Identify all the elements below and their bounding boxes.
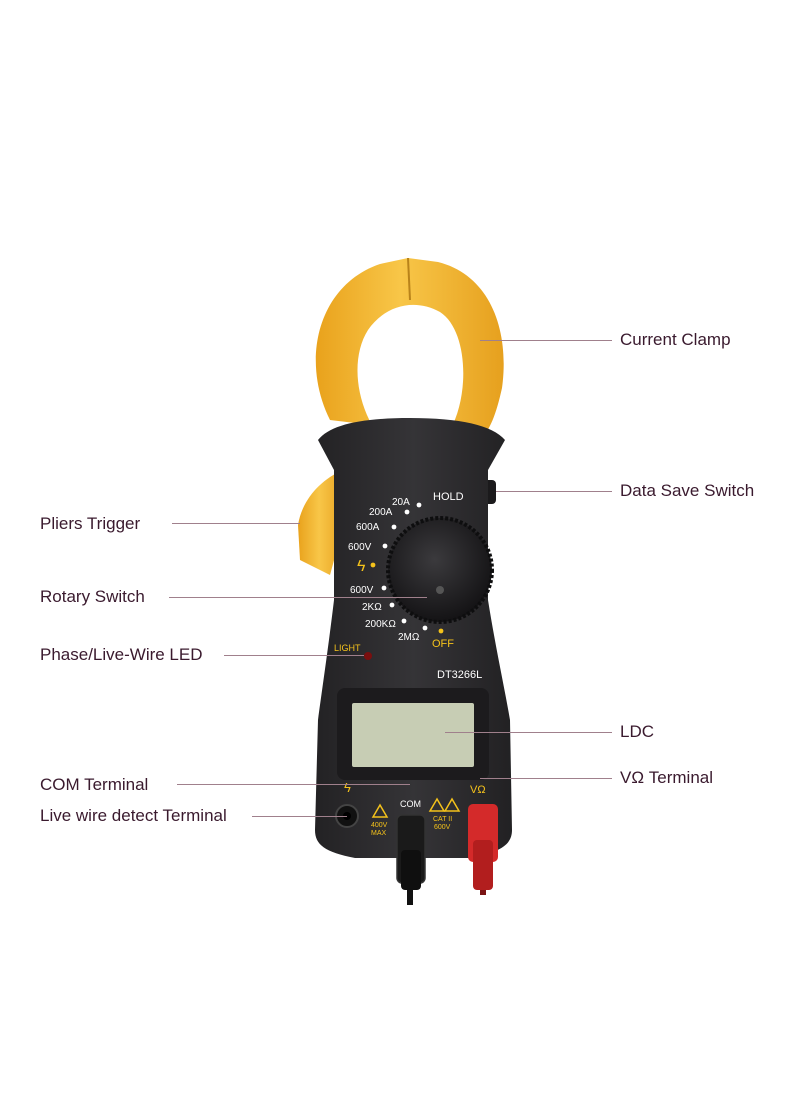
dial-dot <box>382 543 388 549</box>
dial-dot <box>438 628 444 634</box>
dial-dot <box>391 524 397 530</box>
dial-label-2k: 2KΩ <box>362 602 382 613</box>
dial-label-600v-dc: 600V <box>350 585 374 596</box>
callout-phase-led: Phase/Live-Wire LED <box>40 645 203 664</box>
dial-markers <box>370 502 444 634</box>
live-wire-terminal-hole <box>343 812 351 820</box>
warning-triangle-icon <box>371 803 389 818</box>
dial-label-200a: 200A <box>369 507 393 518</box>
lcd-screen <box>352 703 474 767</box>
leader-live-wire-terminal <box>252 816 347 817</box>
current-clamp-jaw <box>315 258 504 440</box>
callout-vohm-terminal: VΩ Terminal <box>620 768 714 787</box>
callout-rotary-switch: Rotary Switch <box>40 587 145 606</box>
com-label: COM <box>400 799 421 809</box>
live-symbol: ϟ <box>344 780 351 795</box>
leader-current-clamp <box>480 340 612 341</box>
leader-com-terminal <box>177 784 410 785</box>
callout-current-clamp: Current Clamp <box>620 330 731 349</box>
pliers-trigger <box>298 470 345 575</box>
cat-voltage-label: 600V <box>434 824 451 831</box>
model-label: DT3266L <box>437 669 482 681</box>
vohm-label: VΩ <box>470 784 486 796</box>
warning-triangle-icon <box>428 797 446 812</box>
leader-phase-led <box>224 655 364 656</box>
dial-dot <box>416 502 422 508</box>
dial-label-20a: 20A <box>392 497 410 508</box>
max-voltage-label: 400V <box>371 822 388 829</box>
cat-label: CAT II <box>433 816 452 823</box>
dial-label-off: OFF <box>432 638 454 650</box>
leader-ldc <box>445 732 612 733</box>
dial-dot <box>370 562 376 568</box>
dial-dot <box>381 585 387 591</box>
leader-vohm-terminal <box>480 778 612 779</box>
rotary-knob <box>386 516 494 624</box>
leader-rotary-switch <box>169 597 427 598</box>
clamp-split-line <box>407 257 411 301</box>
dial-label-2m: 2MΩ <box>398 632 420 643</box>
vohm-probe-grip <box>473 840 493 890</box>
dial-dot <box>404 509 410 515</box>
callout-pliers-trigger: Pliers Trigger <box>40 514 141 533</box>
hold-label: HOLD <box>433 491 464 503</box>
phase-led <box>364 652 372 660</box>
com-probe-grip <box>401 850 421 890</box>
max-label: MAX <box>371 830 387 837</box>
leader-data-save-switch <box>496 491 612 492</box>
leader-pliers-trigger <box>172 523 300 524</box>
dial-dot <box>401 618 407 624</box>
callout-data-save-switch: Data Save Switch <box>620 481 755 500</box>
dial-label-600v-ac: 600V <box>348 542 372 553</box>
dial-dot <box>389 602 395 608</box>
light-label: LIGHT <box>334 643 361 653</box>
callout-com-terminal: COM Terminal <box>40 775 149 794</box>
callout-ldc: LDC <box>620 722 655 741</box>
dial-label-600a: 600A <box>356 522 380 533</box>
dial-label-200k: 200KΩ <box>365 619 396 630</box>
dial-dot <box>422 625 428 631</box>
warning-triangle-icon <box>443 797 461 812</box>
rotary-knob-center <box>436 586 444 594</box>
dial-label-live: ϟ <box>357 558 366 575</box>
callout-live-wire-terminal: Live wire detect Terminal <box>40 806 227 825</box>
